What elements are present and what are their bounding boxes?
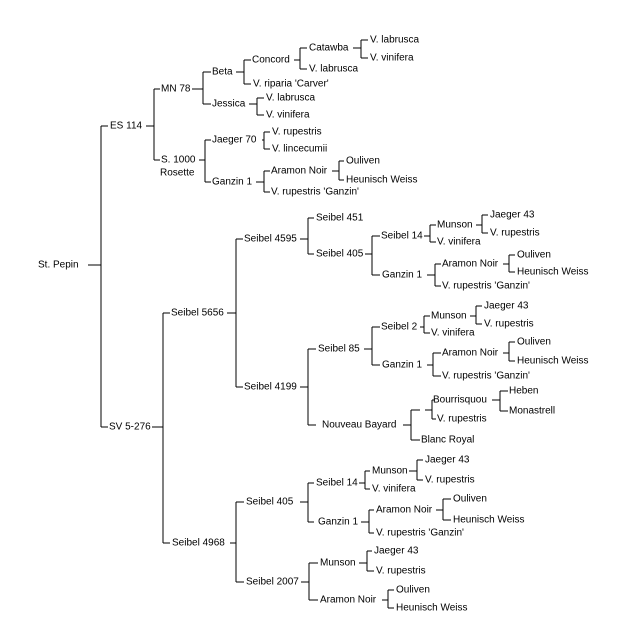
node-seibel-4968: Seibel 4968 <box>172 538 225 549</box>
node-munson: Munson <box>320 558 356 569</box>
node-v-rupestris: V. rupestris <box>490 228 540 239</box>
node-v-rupestris-ganzin: V. rupestris 'Ganzin' <box>271 187 359 198</box>
node-ganzin-1: Ganzin 1 <box>212 177 252 188</box>
node-ouliven: Ouliven <box>517 337 551 348</box>
node-ganzin-1: Ganzin 1 <box>382 270 422 281</box>
node-mn-78: MN 78 <box>161 84 191 95</box>
node-aramon-noir: Aramon Noir <box>442 259 499 270</box>
node-v-lincecumii: V. lincecumii <box>272 144 327 155</box>
node-labels: St. Pepin ES 114 MN 78 Beta Concord Cata… <box>38 35 589 614</box>
node-heunisch-weiss: Heunisch Weiss <box>346 175 418 186</box>
node-v-riparia-carver: V. riparia 'Carver' <box>253 79 329 90</box>
node-seibel-405: Seibel 405 <box>246 497 294 508</box>
node-heunisch-weiss: Heunisch Weiss <box>517 356 589 367</box>
node-v-vinifera: V. vinifera <box>431 328 475 339</box>
node-v-rupestris-ganzin: V. rupestris 'Ganzin' <box>442 371 530 382</box>
node-seibel-451: Seibel 451 <box>316 213 364 224</box>
node-ouliven: Ouliven <box>453 494 487 505</box>
node-ouliven: Ouliven <box>517 250 551 261</box>
node-v-rupestris: V. rupestris <box>376 566 426 577</box>
node-v-rupestris-ganzin: V. rupestris 'Ganzin' <box>442 281 530 292</box>
node-seibel-2: Seibel 2 <box>381 322 418 333</box>
node-jaeger-70: Jaeger 70 <box>212 135 257 146</box>
node-heunisch-weiss: Heunisch Weiss <box>517 267 589 278</box>
node-v-rupestris: V. rupestris <box>484 319 534 330</box>
node-heunisch-weiss: Heunisch Weiss <box>396 603 468 614</box>
node-v-rupestris: V. rupestris <box>425 475 475 486</box>
node-nouveau-bayard: Nouveau Bayard <box>322 420 397 431</box>
node-catawba: Catawba <box>309 43 349 54</box>
node-jaeger-43: Jaeger 43 <box>425 455 470 466</box>
node-seibel-4199: Seibel 4199 <box>244 382 297 393</box>
node-s-1000-rosette: Rosette <box>160 168 195 179</box>
node-seibel-14: Seibel 14 <box>316 478 358 489</box>
node-v-vinifera: V. vinifera <box>437 237 481 248</box>
connector-lines <box>88 39 515 609</box>
node-aramon-noir: Aramon Noir <box>442 348 499 359</box>
node-munson: Munson <box>372 466 408 477</box>
node-aramon-noir: Aramon Noir <box>376 505 433 516</box>
node-ganzin-1: Ganzin 1 <box>318 517 358 528</box>
node-bourrisquou: Bourrisquou <box>433 395 487 406</box>
node-es-114: ES 114 <box>110 121 142 132</box>
node-st-pepin: St. Pepin <box>38 260 79 271</box>
node-jaeger-43: Jaeger 43 <box>490 210 535 221</box>
node-aramon-noir: Aramon Noir <box>320 595 377 606</box>
node-v-rupestris: V. rupestris <box>272 127 322 138</box>
node-jaeger-43: Jaeger 43 <box>374 546 419 557</box>
node-seibel-405: Seibel 405 <box>316 249 364 260</box>
node-seibel-2007: Seibel 2007 <box>246 577 299 588</box>
node-v-rupestris-ganzin: V. rupestris 'Ganzin' <box>376 528 464 539</box>
node-s-1000: S. 1000 <box>161 155 196 166</box>
node-sv-5-276: SV 5-276 <box>109 422 151 433</box>
node-ganzin-1: Ganzin 1 <box>382 360 422 371</box>
node-v-rupestris: V. rupestris <box>437 414 487 425</box>
node-seibel-5656: Seibel 5656 <box>171 308 224 319</box>
node-jessica: Jessica <box>212 99 246 110</box>
node-ouliven: Ouliven <box>396 585 430 596</box>
node-v-vinifera: V. vinifera <box>370 53 414 64</box>
node-seibel-14: Seibel 14 <box>381 231 423 242</box>
node-v-vinifera: V. vinifera <box>372 484 416 495</box>
node-blanc-royal: Blanc Royal <box>421 435 474 446</box>
node-heunisch-weiss: Heunisch Weiss <box>453 515 525 526</box>
node-heben: Heben <box>509 386 538 397</box>
node-ouliven: Ouliven <box>346 156 380 167</box>
node-v-labrusca: V. labrusca <box>309 64 359 75</box>
node-jaeger-43: Jaeger 43 <box>484 301 529 312</box>
node-seibel-4595: Seibel 4595 <box>244 234 297 245</box>
node-concord: Concord <box>252 55 290 66</box>
node-munson: Munson <box>437 220 473 231</box>
node-monastrell: Monastrell <box>509 406 555 417</box>
node-v-labrusca: V. labrusca <box>266 93 316 104</box>
node-seibel-85: Seibel 85 <box>318 344 360 355</box>
node-v-vinifera: V. vinifera <box>266 110 310 121</box>
node-v-labrusca: V. labrusca <box>370 35 420 46</box>
node-beta: Beta <box>212 67 233 78</box>
node-munson: Munson <box>431 311 467 322</box>
node-aramon-noir: Aramon Noir <box>271 166 328 177</box>
